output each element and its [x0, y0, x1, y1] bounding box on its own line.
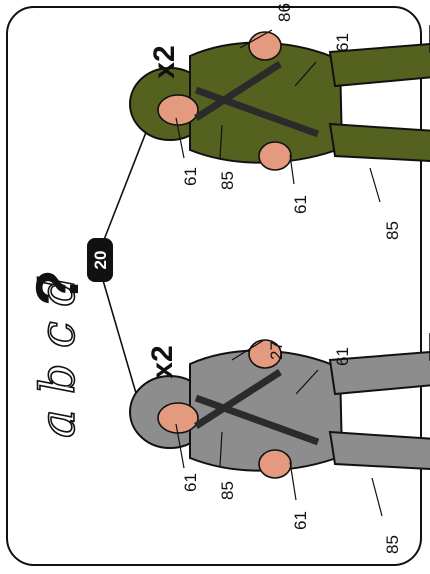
callout-grey-strap: 85 — [218, 481, 237, 500]
callout-green-boot: 85 — [383, 221, 402, 240]
variants-group: a b c d ? — [24, 269, 91, 438]
callout-grey-hand-upper: 61 — [333, 347, 352, 366]
callout-grey-hand-lower: 61 — [291, 511, 310, 530]
callout-green-strap: 85 — [218, 171, 237, 190]
callout-grey-boot: 85 — [383, 535, 402, 554]
unknown-mark: ? — [24, 269, 91, 306]
page-badge-number: 20 — [91, 251, 110, 270]
callout-grey-body: 27 — [267, 341, 286, 360]
callout-green-face: 61 — [181, 167, 200, 186]
multiplier-grey: x2 — [146, 345, 179, 378]
callout-green-body: 86 — [275, 3, 294, 22]
page-badge: 20 — [87, 238, 113, 282]
callout-green-hand-upper: 61 — [333, 33, 352, 52]
connector-line-grey — [100, 270, 138, 400]
connector-line-green — [100, 122, 150, 250]
callout-grey-face: 61 — [181, 473, 200, 492]
multiplier-green: x2 — [148, 45, 181, 78]
callout-green-hand-lower: 61 — [291, 195, 310, 214]
